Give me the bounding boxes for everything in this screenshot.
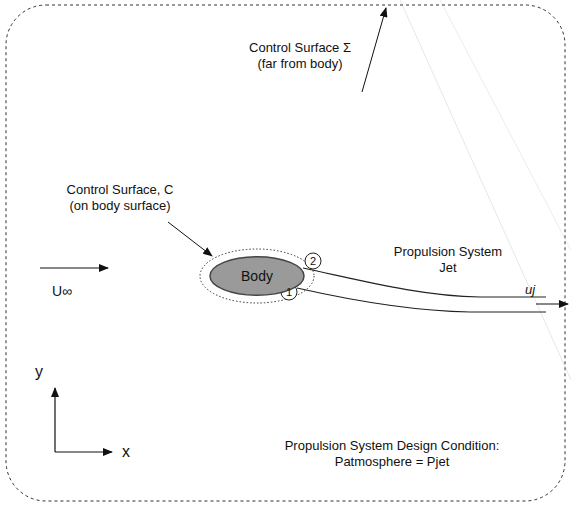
leader-arrow (168, 222, 212, 256)
faint-line (440, 0, 571, 250)
jet-arrow (536, 304, 568, 305)
faint-line (400, 0, 571, 380)
axis-label: y (35, 364, 43, 380)
callout-circle (305, 253, 321, 269)
freestream-arrow (40, 267, 108, 268)
control-surface-sigma (6, 5, 565, 501)
axis-x (55, 451, 112, 452)
surface-label: Control Surface Σ (far from body) (238, 40, 363, 72)
jet-boundary (297, 288, 546, 312)
leader-arrow (362, 8, 386, 92)
design-condition: Propulsion System Design Condition: Patm… (270, 438, 515, 470)
axis-y (54, 388, 55, 452)
velocity-symbol: uj (525, 282, 535, 298)
node-text: Body (209, 268, 305, 284)
surface-label: Control Surface, C (on body surface) (58, 182, 183, 214)
jet-boundary (303, 268, 546, 297)
callout-number: 2 (310, 253, 316, 269)
velocity-symbol: U∞ (52, 283, 72, 299)
axis-label: x (122, 444, 130, 460)
jet-label: Propulsion System Jet (389, 244, 507, 276)
control-surface-c (200, 249, 314, 303)
callout-number: 1 (286, 284, 292, 300)
